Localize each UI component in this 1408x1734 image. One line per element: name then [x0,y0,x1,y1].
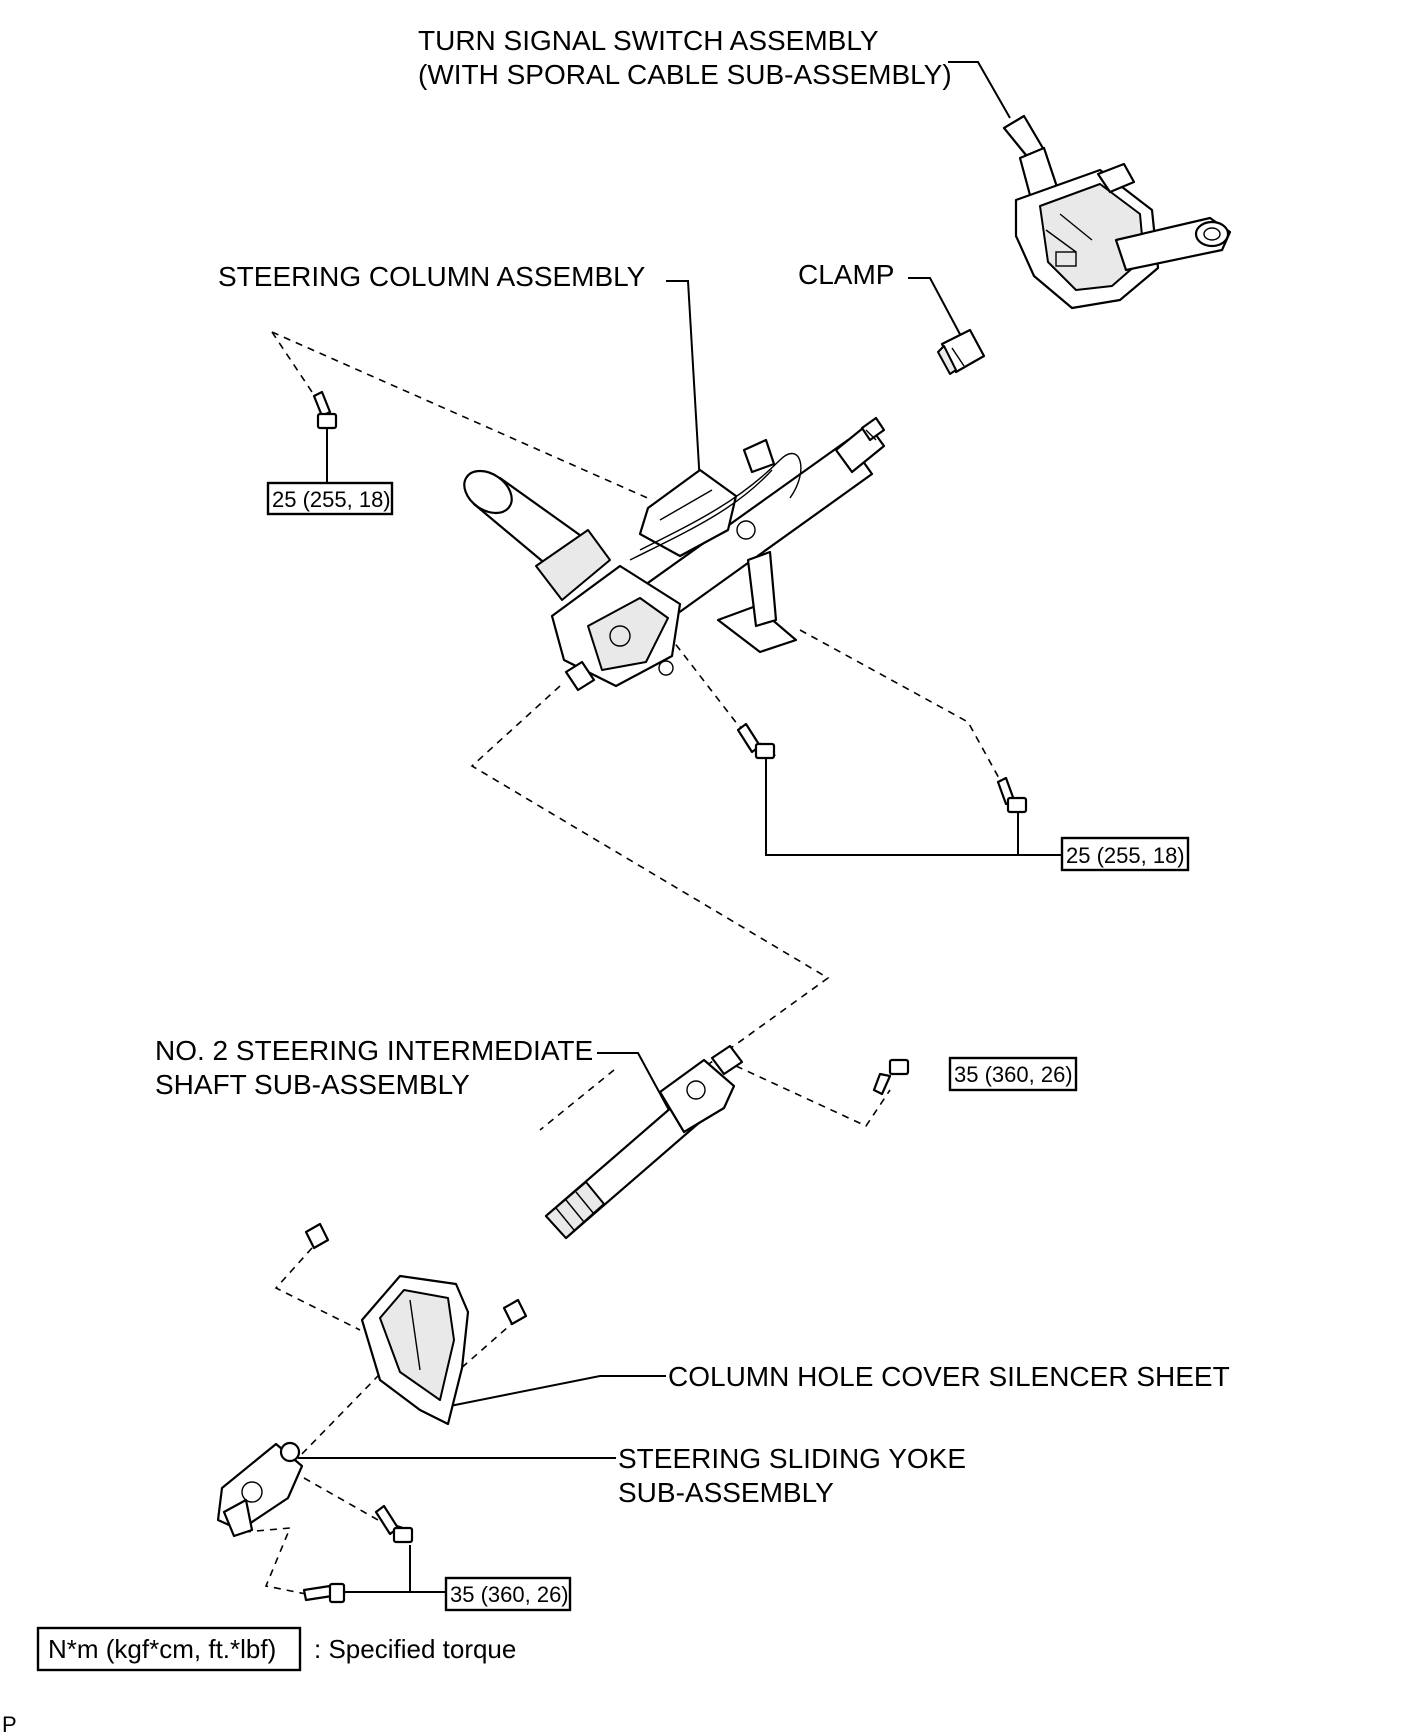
torque-value-sliding-yoke: 35 (360, 26) [450,1582,569,1607]
legend-unit-box: N*m (kgf*cm, ft.*lbf) [48,1634,276,1664]
torque-box-column-lower: 25 (255, 18) [1060,836,1190,872]
intermediate-shaft-label-line1: NO. 2 STEERING INTERMEDIATE [155,1035,593,1066]
turn-signal-label-line2: (WITH SPORAL CABLE SUB-ASSEMBLY) [418,59,952,90]
torque-value-intermediate-shaft: 35 (360, 26) [954,1062,1073,1087]
steering-column-label: STEERING COLUMN ASSEMBLY [218,261,646,292]
clamp-label: CLAMP [798,259,894,290]
legend: N*m (kgf*cm, ft.*lbf) : Specified torque [36,1626,516,1672]
bolt-yoke-upper [374,1504,414,1544]
sliding-yoke-label-line2: SUB-ASSEMBLY [618,1477,834,1508]
bolt-column-lower-right [996,776,1028,814]
steering-column-illustration [463,416,886,692]
intermediate-shaft-illustration [544,1044,744,1240]
sliding-yoke-label-line1: STEERING SLIDING YOKE [618,1443,966,1474]
intermediate-shaft-label-line2: SHAFT SUB-ASSEMBLY [155,1069,470,1100]
bolt-column-lower-center [736,722,776,760]
leader-lines [298,61,1062,1593]
sliding-yoke-illustration [216,1441,304,1538]
clamp-illustration [937,328,986,375]
bolt-yoke-lower [302,1582,346,1604]
turn-signal-switch-illustration [1002,114,1232,310]
nut-left [304,1222,330,1250]
torque-value-column-upper: 25 (255, 18) [272,487,391,512]
silencer-sheet-label: COLUMN HOLE COVER SILENCER SHEET [668,1361,1230,1392]
nut-right [502,1298,528,1326]
torque-box-intermediate-shaft: 35 (360, 26) [948,1056,1078,1092]
torque-box-sliding-yoke: 35 (360, 26) [444,1576,572,1612]
silencer-sheet-illustration [360,1274,470,1426]
legend-description: : Specified torque [314,1634,516,1664]
turn-signal-label-line1: TURN SIGNAL SWITCH ASSEMBLY [418,25,879,56]
assembly-dashed-lines [243,331,1001,1595]
torque-value-column-lower: 25 (255, 18) [1066,843,1185,868]
corner-mark: P [2,1712,17,1734]
bolt-intermediate-shaft [872,1058,910,1096]
bolt-upper-left [312,390,338,430]
torque-box-column-upper: 25 (255, 18) [266,481,394,516]
